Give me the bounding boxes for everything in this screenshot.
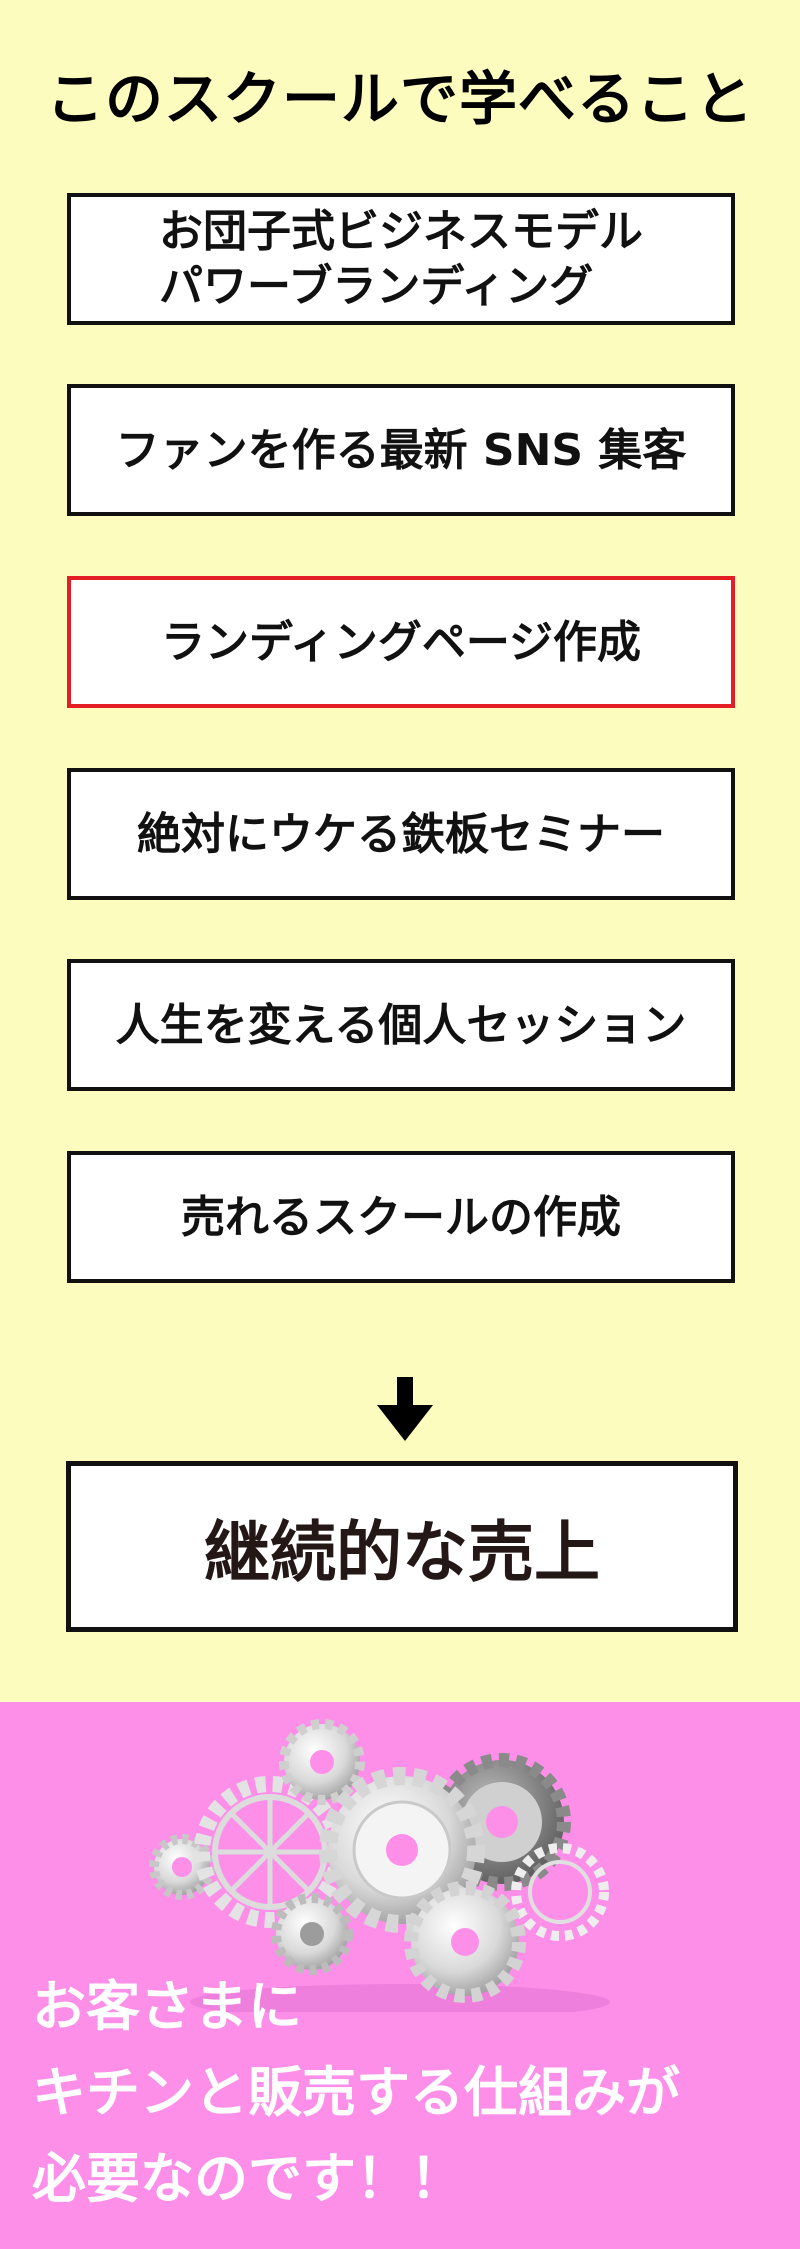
down-arrow-icon xyxy=(377,1377,433,1441)
curriculum-item-label: パワーブランディング xyxy=(159,261,594,312)
message-line: キチンと販売する仕組みが xyxy=(32,2061,680,2124)
message-text: お客さまに キチンと販売する仕組みが 必要なのです！！ xyxy=(32,1964,772,2222)
gear-icon xyxy=(279,1719,365,1805)
curriculum-item-sns: ファンを作る最新 SNS 集客 xyxy=(67,384,735,516)
curriculum-item-label: 売れるスクールの作成 xyxy=(181,1191,621,1243)
page-title: このスクールで学べること xyxy=(45,65,754,133)
gear-icon xyxy=(271,1893,353,1975)
curriculum-item-label: お団子式ビジネスモデル xyxy=(159,206,643,257)
curriculum-section: このスクールで学べること お団子式ビジネスモデル パワーブランディング ファンを… xyxy=(45,65,754,1632)
curriculum-item-landing-page: ランディングページ作成 xyxy=(67,576,735,708)
curriculum-item-label: ファンを作る最新 SNS 集客 xyxy=(115,424,687,476)
curriculum-item-seminar: 絶対にウケる鉄板セミナー xyxy=(67,768,735,900)
result-label: 継続的な売上 xyxy=(204,1513,600,1591)
curriculum-item-session: 人生を変える個人セッション xyxy=(67,959,735,1091)
curriculum-item-label: ランディングページ作成 xyxy=(160,616,642,668)
gears-illustration xyxy=(149,1719,610,2012)
message-line: 必要なのです！！ xyxy=(32,2147,464,2210)
message-section: お客さまに キチンと販売する仕組みが 必要なのです！！ xyxy=(0,1702,800,2249)
gear-icon xyxy=(404,1881,526,2003)
gear-icon xyxy=(511,1843,609,1941)
curriculum-item-school: 売れるスクールの作成 xyxy=(67,1151,735,1283)
gear-icon xyxy=(149,1834,215,1900)
curriculum-item-label: 人生を変える個人セッション xyxy=(115,999,687,1051)
curriculum-item-business-model: お団子式ビジネスモデル パワーブランディング xyxy=(67,193,735,325)
result-box: 継続的な売上 xyxy=(66,1461,738,1632)
gear-icon xyxy=(433,1753,571,1891)
curriculum-item-label: 絶対にウケる鉄板セミナー xyxy=(137,808,665,860)
message-line: お客さまに xyxy=(32,1975,302,2038)
